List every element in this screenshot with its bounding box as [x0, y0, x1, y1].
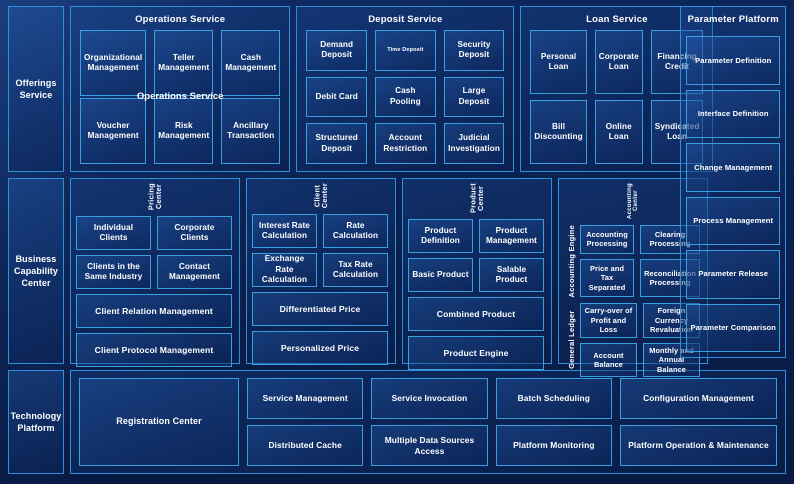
operations-service-card-grid: Organizational Management Teller Managem… [76, 30, 284, 166]
card-platform-monitoring[interactable]: Platform Monitoring [495, 425, 612, 466]
card-carry-over-of-profit-and-loss[interactable]: Carry-over of Profit and Loss [580, 303, 637, 338]
card-contact-management[interactable]: Contact Management [157, 255, 232, 290]
card-account-restriction[interactable]: Account Restriction [375, 123, 436, 164]
card-platform-operation-and-maintenance[interactable]: Platform Operation & Maintenance [619, 425, 778, 466]
client-center-pair-grid: Interest Rate Calculation Rate Calculati… [252, 214, 388, 288]
card-ancillary-transaction[interactable]: Ancillary Transaction [221, 98, 281, 164]
vertical-label-product-center: Product Center [468, 183, 485, 214]
card-bill-discounting[interactable]: Bill Discounting [530, 100, 587, 164]
card-personalized-price[interactable]: Personalized Price [252, 331, 388, 366]
card-salable-product[interactable]: Salable Product [479, 258, 544, 293]
group-pricing-center[interactable]: Pricing Center Individual Clients Corpor… [70, 178, 240, 368]
product-center-pair-grid: Product Definition Product Management Ba… [408, 219, 544, 293]
card-teller-management[interactable]: Teller Management [154, 30, 214, 96]
card-change-management[interactable]: Change Management [686, 143, 780, 192]
card-client-relation-management[interactable]: Client Relation Management [76, 294, 232, 329]
business-capability-band: Business Capability Center Pricing Cente… [8, 178, 786, 378]
technology-column-4: Configuration Management Platform Operat… [619, 378, 778, 466]
group-client-center[interactable]: Client Center Interest Rate Calculation … [246, 178, 396, 366]
group-deposit-service[interactable]: Deposit Service Demand Deposit Time Depo… [296, 6, 515, 172]
group-title-loan-service: Loan Service [586, 14, 648, 25]
layer-label-offerings-service: Offerings Service [8, 6, 64, 172]
card-parameter-release[interactable]: Parameter Release [686, 250, 780, 299]
card-product-management[interactable]: Product Management [479, 219, 544, 254]
card-client-protocol-management[interactable]: Client Protocol Management [76, 333, 232, 368]
group-product-center[interactable]: Product Center Product Definition Produc… [402, 178, 552, 371]
card-parameter-definition[interactable]: Parameter Definition [686, 36, 780, 85]
card-product-definition[interactable]: Product Definition [408, 219, 473, 254]
card-batch-scheduling[interactable]: Batch Scheduling [495, 378, 612, 419]
pricing-center-body: Individual Clients Corporate Clients Cli… [76, 213, 234, 370]
card-large-deposit[interactable]: Large Deposit [443, 76, 505, 118]
group-title-deposit-service: Deposit Service [368, 14, 443, 25]
card-corporate-loan[interactable]: Corporate Loan [594, 30, 643, 94]
card-risk-management[interactable]: Risk Management [154, 98, 214, 164]
card-registration-center[interactable]: Registration Center [79, 378, 239, 466]
card-security-deposit[interactable]: Security Deposit [443, 30, 505, 71]
card-judicial-investigation[interactable]: Judicial Investigation [443, 123, 505, 164]
card-monthly-and-annual-balance[interactable]: Monthly and Annual Balance [643, 342, 700, 378]
card-clients-in-the-same-industry[interactable]: Clients in the Same Industry [76, 255, 151, 290]
card-online-loan[interactable]: Online Loan [594, 100, 643, 164]
group-title-parameter-platform: Parameter Platform [687, 14, 779, 25]
layer-label-technology-platform-text: Technology Platform [10, 410, 62, 433]
vertical-label-accounting-engine: Accounting Engine [566, 225, 576, 298]
card-account-balance[interactable]: Account Balance [580, 342, 637, 378]
card-cash-management[interactable]: Cash Management [221, 30, 281, 96]
card-parameter-comparison[interactable]: Parameter Comparison [686, 303, 780, 352]
card-foreign-currency-revaluation[interactable]: Foreign Currency Revaluation [643, 303, 700, 338]
group-operations-service[interactable]: Operations Service Organizational Manage… [70, 6, 291, 172]
technology-column-2: Service Invocation Multiple Data Sources… [371, 378, 488, 466]
card-configuration-management[interactable]: Configuration Management [619, 378, 778, 419]
card-basic-product[interactable]: Basic Product [408, 258, 473, 293]
technology-column-1: Service Management Distributed Cache [247, 378, 364, 466]
card-interest-rate-calculation[interactable]: Interest Rate Calculation [252, 214, 317, 249]
technology-column-3: Batch Scheduling Platform Monitoring [495, 378, 612, 466]
group-parameter-platform[interactable]: Parameter Platform Parameter Definition … [680, 6, 786, 358]
card-product-engine[interactable]: Product Engine [408, 336, 544, 371]
card-differentiated-price[interactable]: Differentiated Price [252, 292, 388, 327]
product-center-body: Product Definition Product Management Ba… [408, 216, 546, 373]
layer-label-technology-platform: Technology Platform [8, 370, 64, 474]
subgroup-general-ledger: General Ledger Carry-over of Profit and … [566, 303, 700, 378]
technology-platform-band: Technology Platform Registration Center … [8, 370, 786, 474]
card-debit-card[interactable]: Debit Card [306, 76, 368, 118]
card-service-management[interactable]: Service Management [247, 378, 364, 419]
client-center-body: Interest Rate Calculation Rate Calculati… [252, 211, 390, 368]
technology-platform-body: Registration Center Service Management D… [70, 370, 786, 474]
group-title-operations-service: Operations Service [135, 14, 226, 25]
card-voucher-management[interactable]: Voucher Management [80, 98, 147, 164]
card-exchange-rate-calculation[interactable]: Exchange Rate Calculation [252, 253, 317, 288]
offerings-service-band: Offerings Service Operations Service Org… [8, 6, 786, 172]
card-organizational-management[interactable]: Organizational Management [80, 30, 147, 96]
vertical-label-general-ledger: General Ledger [566, 311, 576, 370]
card-interface-definition[interactable]: Interface Definition [686, 89, 780, 139]
card-time-deposit[interactable]: Time Deposit [375, 30, 436, 71]
layer-label-offerings-service-text: Offerings Service [15, 77, 57, 100]
card-cash-pooling[interactable]: Cash Pooling [375, 76, 436, 118]
card-accounting-processing[interactable]: Accounting Processing [580, 225, 635, 254]
card-personal-loan[interactable]: Personal Loan [530, 30, 587, 94]
card-process-management[interactable]: Process Management [686, 196, 780, 246]
card-multiple-data-sources-access[interactable]: Multiple Data Sources Access [371, 425, 488, 466]
general-ledger-card-grid: Carry-over of Profit and Loss Foreign Cu… [580, 303, 700, 378]
card-price-and-tax-separated[interactable]: Price and Tax Separated [580, 258, 635, 298]
pricing-center-pair-grid: Individual Clients Corporate Clients Cli… [76, 216, 232, 290]
card-rate-calculation[interactable]: Rate Calculation [323, 214, 388, 249]
deposit-service-card-grid: Demand Deposit Time Deposit Security Dep… [302, 30, 508, 166]
layer-label-business-capability-center-text: Business Capability Center [13, 253, 58, 289]
card-demand-deposit[interactable]: Demand Deposit [306, 30, 368, 71]
card-individual-clients[interactable]: Individual Clients [76, 216, 151, 251]
card-distributed-cache[interactable]: Distributed Cache [247, 425, 364, 466]
card-combined-product[interactable]: Combined Product [408, 297, 544, 332]
layer-label-business-capability-center: Business Capability Center [8, 178, 64, 364]
card-structured-deposit[interactable]: Structured Deposit [306, 123, 368, 164]
card-service-invocation[interactable]: Service Invocation [371, 378, 488, 419]
vertical-label-client-center: Client Center [312, 183, 329, 209]
card-tax-rate-calculation[interactable]: Tax Rate Calculation [323, 253, 388, 288]
vertical-label-pricing-center: Pricing Center [146, 183, 163, 211]
card-corporate-clients[interactable]: Corporate Clients [157, 216, 232, 251]
